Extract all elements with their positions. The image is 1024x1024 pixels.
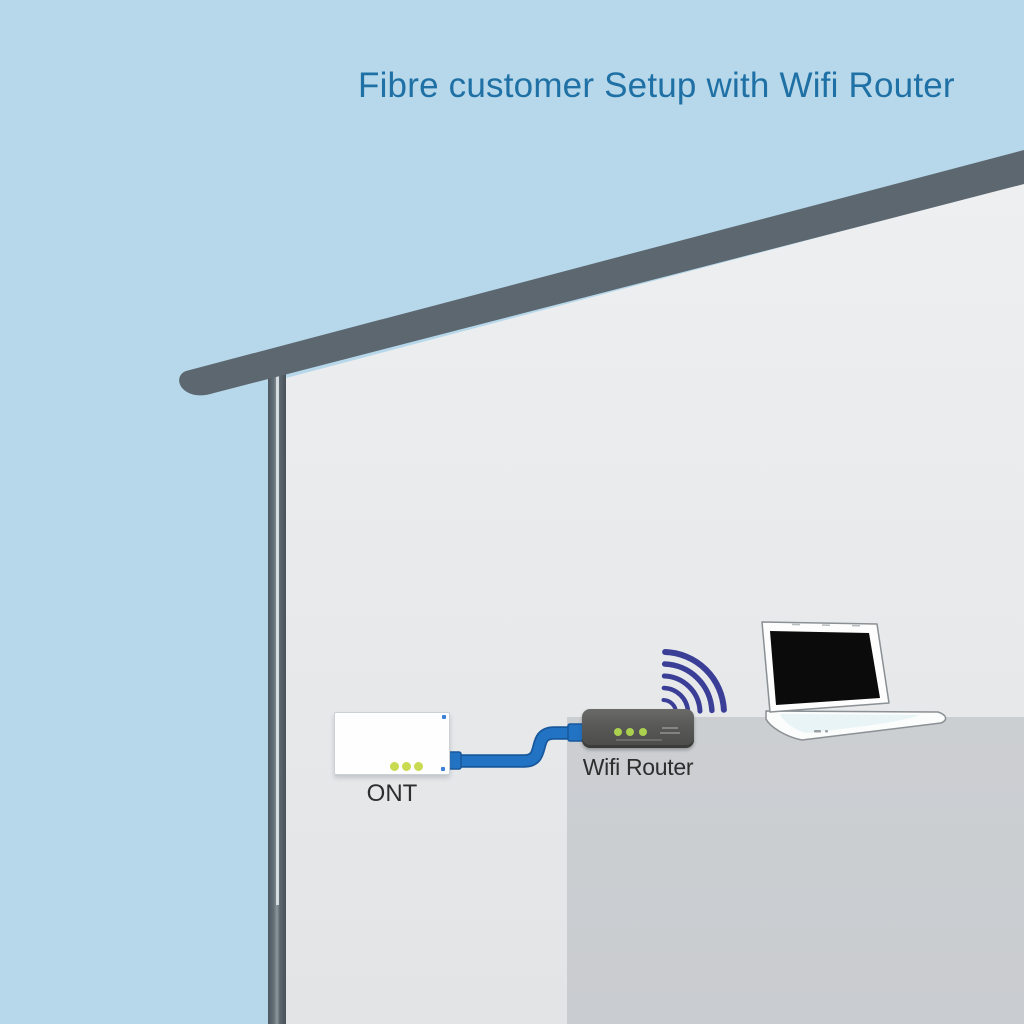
wifi-signal-icon bbox=[661, 649, 727, 715]
wifi-router-label: Wifi Router bbox=[582, 754, 694, 780]
downpipe bbox=[268, 360, 286, 1024]
interior-shadow bbox=[567, 717, 1024, 1024]
wifi-router-device bbox=[582, 709, 694, 748]
led-indicator bbox=[414, 762, 423, 771]
router-port-marking bbox=[616, 739, 662, 741]
diagram-title: Fibre customer Setup with Wifi Router bbox=[358, 66, 955, 105]
roof bbox=[179, 150, 1024, 396]
led-indicator bbox=[626, 728, 634, 736]
laptop-icon bbox=[761, 621, 947, 741]
led-indicator bbox=[402, 762, 411, 771]
ont-port-dot bbox=[441, 767, 445, 771]
ont-label: ONT bbox=[366, 780, 418, 807]
ont-device bbox=[334, 712, 450, 775]
led-indicator bbox=[390, 762, 399, 771]
ont-port-dot bbox=[442, 715, 446, 719]
router-port-marking bbox=[662, 727, 678, 729]
led-indicator bbox=[639, 728, 647, 736]
router-port-marking bbox=[660, 732, 680, 734]
led-indicator bbox=[614, 728, 622, 736]
